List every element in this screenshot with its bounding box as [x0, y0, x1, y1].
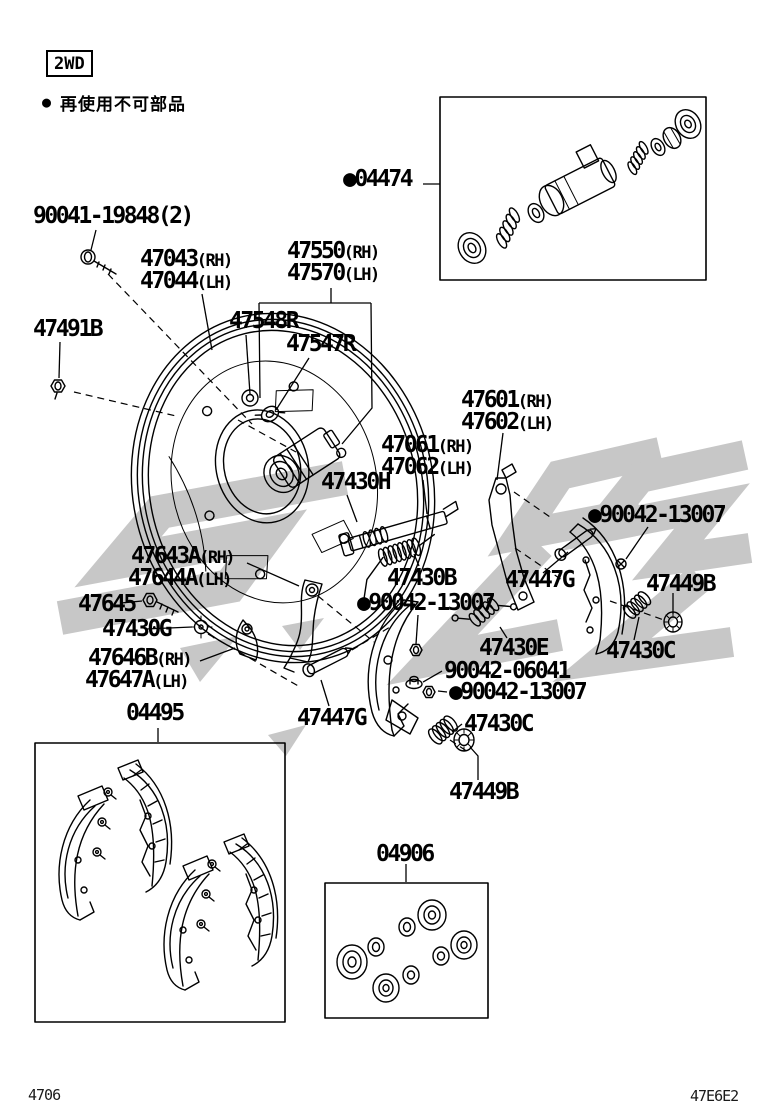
part-label-47550: 47550(RH) — [287, 238, 380, 264]
washer-90042-06041-drawing — [405, 675, 423, 690]
part-label-47647A: 47647A(LH) — [85, 667, 190, 693]
part-label-47430B: 47430B — [387, 565, 458, 591]
brake-shoe-center-drawing — [367, 599, 419, 737]
part-label-47430C-right: 47430C — [606, 638, 677, 664]
part-label-47644A: 47644A(LH) — [128, 565, 233, 591]
bleeder-cap-47548r-drawing — [241, 389, 259, 407]
part-label-47645: 47645 — [78, 591, 137, 617]
part-label-90042-06041: 90042-06041 — [444, 658, 571, 684]
leader-lines — [58, 183, 674, 882]
pin-47447g-bottom-drawing — [302, 647, 353, 678]
part-label-90042-13007-bottom: ●90042-13007 — [449, 679, 588, 705]
nut-47491b-drawing — [50, 379, 66, 400]
cup-kit-parts-drawing — [336, 899, 478, 1003]
part-label-90041-19848: 90041-19848(2) — [33, 203, 194, 229]
bleeder-screw-47547r-drawing — [254, 405, 286, 423]
part-label-47449B-bottom: 47449B — [449, 779, 520, 805]
pin-47447g-right-drawing — [554, 528, 597, 561]
part-label-04906: 04906 — [376, 841, 435, 867]
part-label-47547R: 47547R — [286, 331, 357, 357]
bolt-90041-drawing — [80, 249, 117, 275]
shoe-kit-parts-drawing — [58, 759, 279, 991]
adjuster-strut-drawing — [338, 500, 459, 557]
part-label-90042-13007-mid: ●90042-13007 — [357, 590, 496, 616]
part-label-47430C-bottom: 47430C — [464, 711, 535, 737]
figure-number: 4706 — [28, 1086, 61, 1104]
part-label-47449B-right: 47449B — [646, 571, 717, 597]
legend-note-text: 再使用不可部品 — [60, 95, 187, 115]
part-label-47430E: 47430E — [479, 635, 550, 661]
part-label-47062: 47062(LH) — [381, 454, 474, 480]
clip-90042-right-drawing — [615, 558, 627, 570]
part-label-47044: 47044(LH) — [140, 268, 233, 294]
part-label-47447G-bottom: 47447G — [297, 705, 368, 731]
lever-47643a-drawing — [283, 579, 323, 673]
part-label-47430G: 47430G — [102, 616, 173, 642]
part-label-04495: 04495 — [126, 700, 185, 726]
backing-plate-drawing — [130, 312, 436, 664]
part-label-47570: 47570(LH) — [287, 260, 380, 286]
part-label-90042-13007-right: ●90042-13007 — [588, 502, 727, 528]
nut-90042-mid-drawing — [409, 643, 423, 657]
part-label-47430H: 47430H — [321, 469, 392, 495]
nut-47449b-right-drawing — [663, 611, 683, 633]
wheel-cylinder-drawing — [263, 427, 341, 494]
part-label-04474: ●04474 — [343, 166, 414, 192]
part-label-47447G-right: 47447G — [505, 567, 576, 593]
spring-47430c-right-drawing — [622, 591, 652, 619]
part-label-47646B: 47646B(RH) — [88, 645, 193, 671]
washer-47449b-bottom-drawing — [453, 728, 475, 752]
cup-kit-box-04906 — [324, 882, 489, 1019]
part-label-47643A: 47643A(RH) — [131, 543, 236, 569]
bolt-47645-drawing — [142, 592, 179, 616]
brake-shoe-right-drawing — [569, 517, 626, 655]
lever-47646b-drawing — [235, 619, 259, 661]
non-reusable-parts-legend: ● 再使用不可部品 — [42, 90, 187, 116]
part-label-47491B: 47491B — [33, 316, 104, 342]
spring-47430c-bottom-drawing — [427, 715, 459, 745]
part-label-47548R: 47548R — [229, 308, 300, 334]
part-label-47061: 47061(RH) — [381, 432, 474, 458]
part-label-47043: 47043(RH) — [140, 246, 233, 272]
page-code: 47E6E2 — [690, 1087, 739, 1105]
cylinder-kit-parts-drawing — [457, 108, 702, 265]
part-label-47602: 47602(LH) — [461, 409, 554, 435]
drive-type-badge: 2WD — [46, 50, 93, 77]
spring-47430b-drawing — [359, 533, 435, 606]
cylinder-kit-box-04474 — [439, 96, 707, 281]
lever-47601-drawing — [488, 463, 535, 611]
clip-47430g-drawing — [189, 615, 215, 639]
spring-47430e-drawing — [451, 597, 518, 627]
shoe-kit-box-04495 — [34, 742, 286, 1023]
part-label-47601: 47601(RH) — [461, 387, 554, 413]
non-reusable-bullet-icon: ● — [42, 93, 52, 111]
nut-90042-bottom-drawing — [422, 685, 436, 699]
